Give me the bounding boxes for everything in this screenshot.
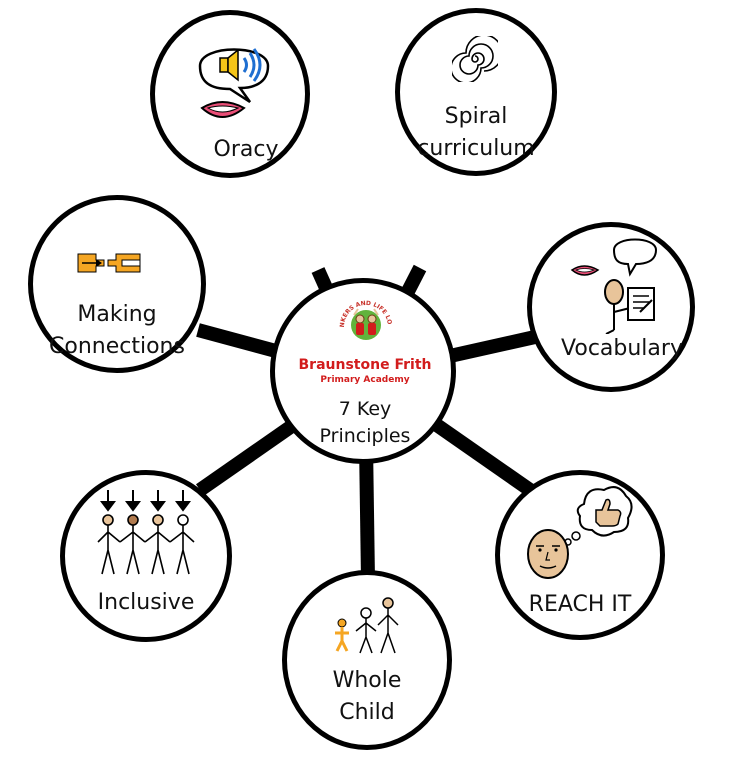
node-whole-child (282, 570, 452, 750)
node-reach (495, 470, 665, 640)
inclusive-label: Inclusive (97, 590, 195, 615)
people-arrows-icon (97, 490, 195, 575)
school-logo-icon: POSITIVE THINKERS AND LIFE LONG LEARNERS (336, 293, 393, 340)
speaker-mouth-icon (198, 48, 270, 118)
whole-child-label-line2: Child (339, 700, 395, 725)
spiral-label-line1: Spiral (444, 104, 508, 129)
logo-subtitle: Primary Academy (320, 375, 410, 385)
thinking-thumbs-up-icon (527, 486, 633, 579)
making-label-line1: Making (77, 302, 157, 327)
node-making (28, 195, 206, 373)
whole-child-label-line1: Whole (332, 668, 402, 693)
node-oracy (150, 10, 310, 178)
vocabulary-label: Vocabulary (561, 336, 683, 361)
logo-name: Braunstone Frith (298, 357, 432, 373)
center-label-line2: Principles (319, 425, 411, 447)
connectors-icon (77, 253, 141, 273)
reach-label: REACH IT (528, 592, 632, 617)
person-speaking-writing-icon (570, 238, 658, 334)
family-icon (335, 597, 399, 654)
making-label-line2: Connections (49, 334, 185, 359)
node-vocabulary (527, 222, 695, 392)
spiral-icon (452, 36, 498, 82)
node-inclusive (60, 470, 232, 642)
spiral-label-line2: curriculum (417, 136, 535, 161)
oracy-label: Oracy (213, 137, 279, 162)
center-label-line1: 7 Key (338, 398, 392, 420)
node-center (270, 278, 456, 464)
